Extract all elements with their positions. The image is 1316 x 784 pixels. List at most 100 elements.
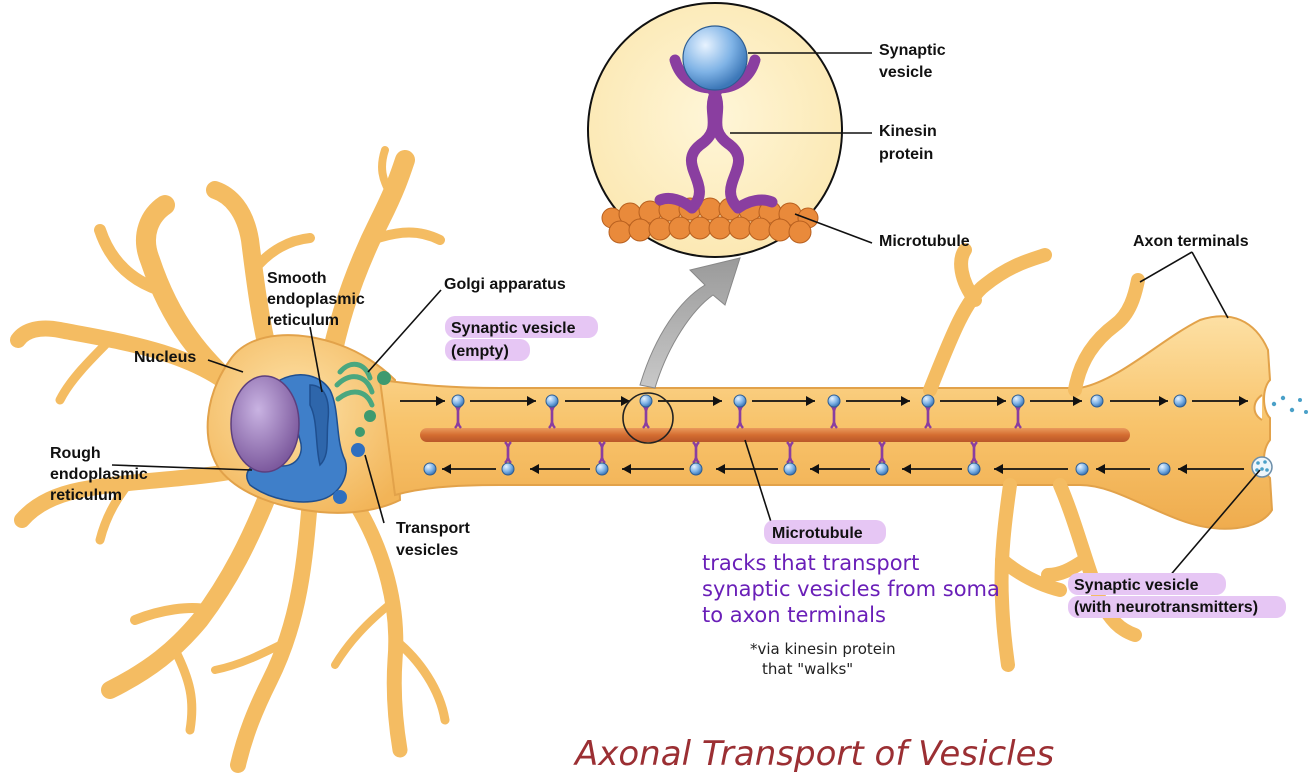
synaptic-vesicle-loaded (1075, 462, 1089, 476)
retrograde-arrow (716, 464, 725, 474)
annotation-line2: synaptic vesicles from soma (702, 577, 1000, 601)
label-axon-terminals: Axon terminals (1133, 233, 1249, 250)
anterograde-arrow (997, 396, 1006, 406)
retrograde-arrow (530, 464, 539, 474)
leader-lines (111, 52, 1261, 579)
retrograde-arrow (1178, 464, 1187, 474)
synaptic-vesicle-loaded (875, 462, 889, 476)
label-transport-vesicles-line2: vesicles (396, 542, 458, 559)
synaptic-vesicle-loaded (1157, 462, 1171, 476)
transport-vesicle (351, 443, 365, 457)
retrograde-arrow (994, 464, 1003, 474)
neurotransmitter-dot (1260, 467, 1264, 471)
label-synaptic-vesicle-nt-line1: Synaptic vesicle (1074, 577, 1199, 594)
annotation-line3: to axon terminals (702, 603, 886, 627)
label-kinesin-protein-line1: Kinesin (879, 123, 937, 140)
organelles (230, 361, 391, 504)
anterograde-arrow (527, 396, 536, 406)
label-rough-er-line2: endoplasmic (50, 466, 148, 483)
synaptic-vesicle-empty (639, 394, 653, 408)
neurotransmitter-dot (1256, 461, 1260, 465)
inset-magnified-view (587, 2, 843, 258)
neurotransmitter-dot (1255, 468, 1259, 472)
transport-vesicle (333, 490, 347, 504)
kinesin-motors (400, 394, 1273, 478)
label-inset-synaptic-vesicle-line1: Synaptic (879, 42, 946, 59)
golgi-vesicle (377, 371, 391, 385)
handwritten-notes: tracks that transport synaptic vesicles … (702, 551, 1000, 678)
highlight-microtubule (764, 520, 886, 544)
synaptic-vesicle-loaded (423, 462, 437, 476)
synaptic-vesicle-loaded (967, 462, 981, 476)
label-nucleus: Nucleus (134, 349, 196, 366)
retrograde-arrow (1096, 464, 1105, 474)
zoom-arrow (639, 257, 741, 389)
synaptic-vesicle-loaded (595, 462, 609, 476)
synaptic-vesicle-empty (827, 394, 841, 408)
kinesin-motor (786, 441, 794, 464)
synaptic-vesicle-empty (733, 394, 747, 408)
label-kinesin-protein-line2: protein (879, 146, 933, 163)
synaptic-cleft-notch (1253, 394, 1263, 421)
labels: Nucleus Smooth endoplasmic reticulum Gol… (50, 42, 1286, 618)
microtubule-track (420, 428, 1130, 442)
label-smooth-er-line2: endoplasmic (267, 291, 365, 308)
kinesin-motor (970, 441, 978, 464)
synaptic-vesicle-empty (1173, 394, 1187, 408)
retrograde-arrow (622, 464, 631, 474)
anterograde-arrow (1073, 396, 1082, 406)
neuron (10, 146, 1274, 773)
highlight-synaptic-vesicle-empty (445, 339, 530, 361)
label-golgi-apparatus: Golgi apparatus (444, 276, 566, 293)
axon (378, 315, 1274, 530)
neurotransmitter-dot (1265, 468, 1269, 472)
anterograde-arrow (806, 396, 815, 406)
label-smooth-er-line3: reticulum (267, 312, 339, 329)
highlight-synaptic-vesicle-empty (445, 316, 598, 338)
nucleus-shape (230, 375, 300, 473)
anterograde-arrow (436, 396, 445, 406)
anterograde-arrow (713, 396, 722, 406)
magnify-circle (622, 392, 674, 444)
highlight-synaptic-vesicle-nt (1068, 596, 1286, 618)
label-inset-microtubule: Microtubule (879, 233, 970, 250)
kinesin-motor (878, 441, 886, 464)
golgi-apparatus-shape (334, 361, 375, 408)
label-rough-er-line3: reticulum (50, 487, 122, 504)
annotation-note1: *via kinesin protein (750, 640, 896, 658)
inset-microtubule (601, 197, 819, 244)
inset-synaptic-vesicle (682, 25, 748, 91)
synaptic-vesicle-empty (1090, 394, 1104, 408)
retrograde-arrow (902, 464, 911, 474)
highlight-synaptic-vesicle-nt (1068, 573, 1226, 595)
golgi-vesicle (364, 410, 376, 422)
retrograde-arrow (442, 464, 451, 474)
released-neurotransmitters (1271, 395, 1308, 414)
anterograde-arrow (1159, 396, 1168, 406)
synaptic-vesicle-empty (545, 394, 559, 408)
label-microtubule: Microtubule (772, 525, 863, 542)
synaptic-vesicle-with-neurotransmitters (1251, 456, 1273, 478)
kinesin-motor (692, 441, 700, 464)
label-transport-vesicles-line1: Transport (396, 520, 470, 537)
synaptic-vesicle-loaded (501, 462, 515, 476)
dendrites (10, 146, 450, 773)
label-inset-synaptic-vesicle-line2: vesicle (879, 64, 932, 81)
anterograde-arrow (1239, 396, 1248, 406)
synaptic-vesicle-empty (1011, 394, 1025, 408)
synaptic-vesicle-loaded (689, 462, 703, 476)
label-synaptic-vesicle-nt-line2: (with neurotransmitters) (1074, 599, 1258, 616)
annotation-line1: tracks that transport (702, 551, 919, 575)
synaptic-vesicle-empty (921, 394, 935, 408)
golgi-vesicle (355, 427, 365, 437)
retrograde-arrow (810, 464, 819, 474)
label-synaptic-vesicle-empty-line2: (empty) (451, 343, 509, 360)
label-rough-er-line1: Rough (50, 445, 101, 462)
axon-branches (923, 243, 1145, 672)
anterograde-arrow (901, 396, 910, 406)
neurotransmitter-dot (1263, 460, 1267, 464)
label-smooth-er-line1: Smooth (267, 270, 327, 287)
kinesin-motor (504, 441, 512, 464)
synaptic-vesicle-empty (451, 394, 465, 408)
